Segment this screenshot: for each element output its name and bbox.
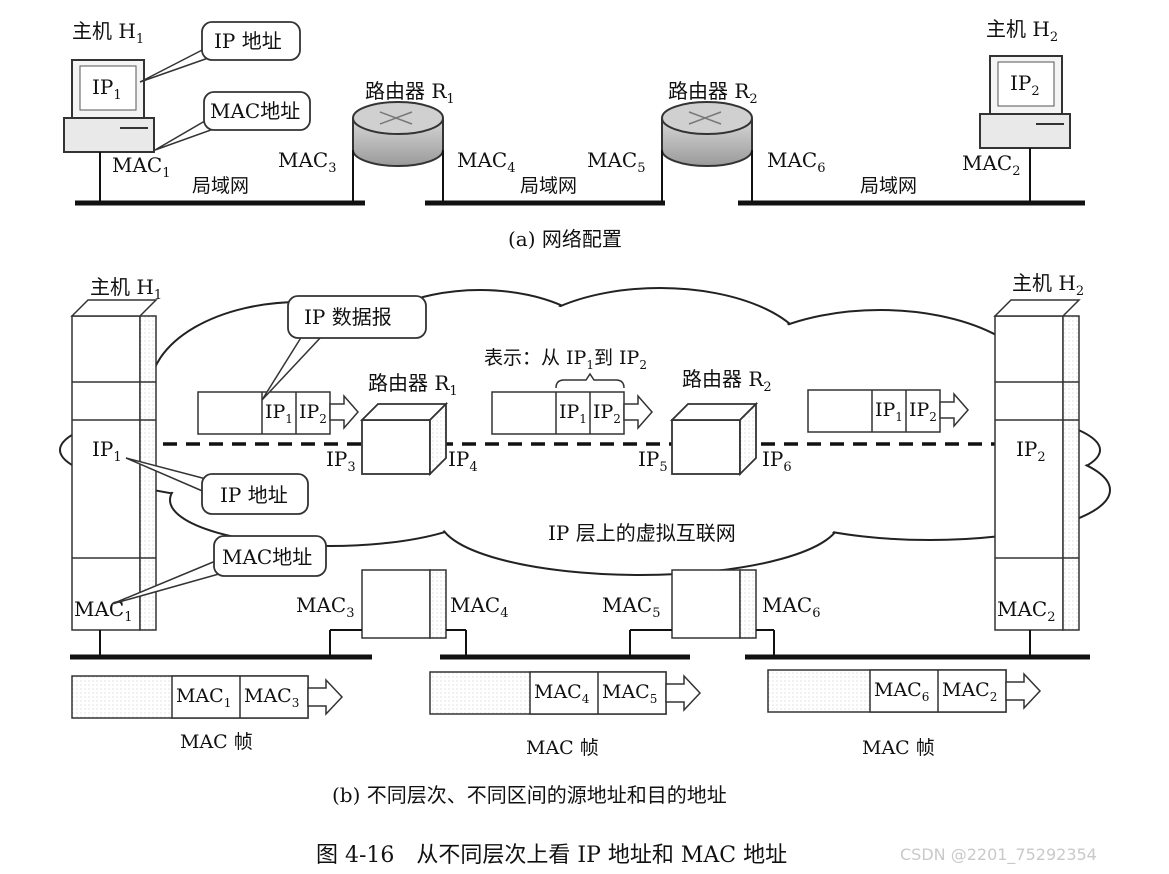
host1-computer-icon [63, 59, 155, 203]
svg-text:MAC地址: MAC地址 [222, 545, 312, 569]
router1-ip-left: IP3 [326, 447, 356, 475]
part-b-layers: 主机 H1 IP1 MAC1 主机 H2 IP2 MAC2 路由 [59, 271, 1111, 807]
svg-text:MAC6: MAC6 [874, 679, 929, 704]
mac-address-callout-b: MAC地址 [111, 535, 327, 605]
router2-label: 路由器 R2 [668, 79, 758, 107]
router2-icon [661, 101, 753, 203]
router1-mac-right-b: MAC4 [450, 593, 509, 621]
ip-datagram-callout: IP 数据报 [261, 295, 427, 401]
mac-frame-2: MAC4 MAC5 MAC 帧 [429, 671, 702, 759]
host1-stack-mac: MAC1 [74, 597, 133, 625]
router1-mac-right: MAC4 [457, 148, 516, 176]
watermark: CSDN @2201_75292354 [900, 845, 1097, 865]
caption-b: (b) 不同层次、不同区间的源地址和目的地址 [332, 783, 727, 807]
router2-cube [629, 401, 775, 655]
host2-stack-ip: IP2 [1016, 437, 1046, 465]
svg-text:MAC3: MAC3 [244, 685, 299, 710]
part-a-network-config: 主机 H1 IP1 MAC1 IP 地址 MAC地址 路由器 R1 MAC3 M… [63, 17, 1085, 251]
router2-mac-right-b: MAC6 [762, 593, 821, 621]
lan-label-2: 局域网 [520, 175, 577, 197]
svg-text:IP2: IP2 [593, 401, 621, 426]
svg-text:MAC2: MAC2 [942, 679, 997, 704]
ip-address-callout-b: IP 地址 [125, 457, 309, 515]
caption-a: (a) 网络配置 [508, 227, 622, 251]
meaning-text: 表示：从 IP1到 IP2 [484, 347, 647, 372]
host1-label: 主机 H1 [72, 19, 144, 47]
virtual-internet-label: IP 层上的虚拟互联网 [548, 521, 736, 545]
svg-text:IP1: IP1 [559, 401, 587, 426]
router1-mac-left: MAC3 [278, 148, 337, 176]
router1-label: 路由器 R1 [365, 79, 455, 107]
lan-label-3: 局域网 [860, 175, 917, 197]
ip-address-callout-a: IP 地址 [139, 21, 301, 83]
router1-ip-right: IP4 [448, 447, 478, 475]
mac-frame-1: MAC1 MAC3 MAC 帧 [71, 675, 344, 753]
host2-stack-label: 主机 H2 [1012, 271, 1084, 299]
host2-stack-mac: MAC2 [997, 597, 1056, 625]
svg-text:MAC 帧: MAC 帧 [180, 731, 253, 753]
svg-text:IP1: IP1 [265, 401, 293, 426]
host2-computer-icon [979, 55, 1071, 203]
svg-text:MAC5: MAC5 [602, 681, 657, 706]
host2-mac-label: MAC2 [962, 151, 1021, 179]
svg-text:IP 地址: IP 地址 [214, 29, 282, 53]
ip-datagram-1: IP1 IP2 [197, 391, 359, 435]
host1-stack-label: 主机 H1 [90, 275, 162, 303]
svg-text:IP2: IP2 [909, 399, 937, 424]
host1-protocol-stack [70, 299, 158, 655]
host1-ip-label: IP1 [92, 75, 122, 103]
svg-text:IP2: IP2 [299, 401, 327, 426]
svg-text:MAC地址: MAC地址 [210, 99, 300, 123]
figure-caption: 图 4-16 从不同层次上看 IP 地址和 MAC 地址 [316, 843, 787, 868]
router1-cube-label: 路由器 R1 [368, 371, 458, 399]
host2-ip-label: IP2 [1010, 71, 1040, 99]
router2-ip-right: IP6 [762, 447, 792, 475]
mac-address-callout-a: MAC地址 [154, 91, 311, 151]
svg-text:MAC 帧: MAC 帧 [526, 737, 599, 759]
host2-label: 主机 H2 [986, 17, 1058, 45]
mac-frame-3: MAC6 MAC2 MAC 帧 [767, 669, 1042, 759]
ip-datagram-3: IP1 IP2 [807, 389, 969, 433]
address-brace [555, 372, 625, 389]
router2-cube-label: 路由器 R2 [682, 367, 772, 395]
host2-protocol-stack [993, 299, 1081, 655]
ip-datagram-2: IP1 IP2 [491, 391, 653, 435]
svg-text:MAC4: MAC4 [534, 681, 590, 706]
svg-text:MAC 帧: MAC 帧 [862, 737, 935, 759]
svg-text:IP 地址: IP 地址 [220, 483, 288, 507]
router2-mac-left: MAC5 [587, 148, 646, 176]
svg-text:MAC1: MAC1 [176, 685, 231, 710]
lan-label-1: 局域网 [192, 175, 249, 197]
router2-mac-right: MAC6 [767, 148, 826, 176]
host1-mac-label: MAC1 [112, 153, 171, 181]
router2-ip-left: IP5 [638, 447, 668, 475]
svg-text:IP1: IP1 [875, 399, 903, 424]
svg-text:IP 数据报: IP 数据报 [304, 305, 392, 329]
router1-mac-left-b: MAC3 [296, 593, 355, 621]
router1-icon [352, 101, 444, 203]
host1-stack-ip: IP1 [92, 437, 122, 465]
router2-mac-left-b: MAC5 [602, 593, 661, 621]
router1-cube [329, 401, 467, 655]
